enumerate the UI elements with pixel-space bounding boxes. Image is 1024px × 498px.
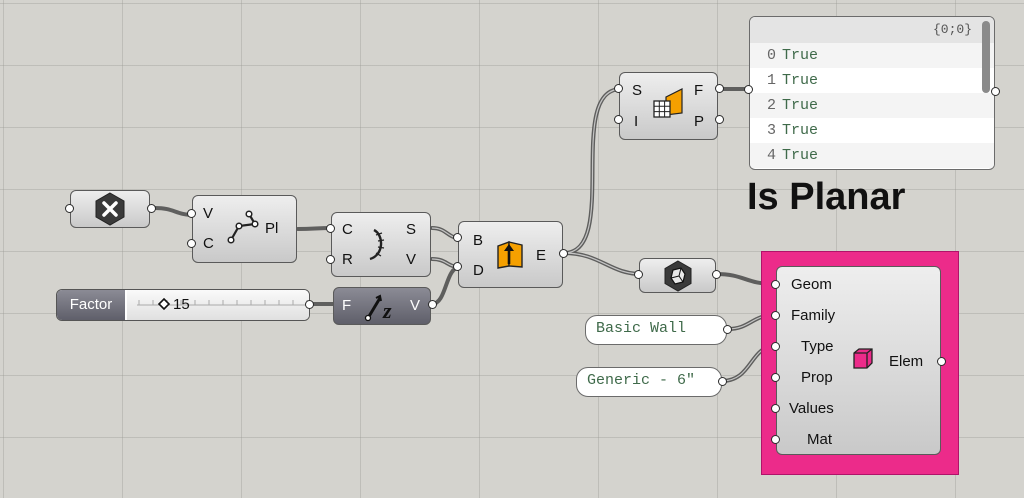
element-input-values: Values	[789, 400, 834, 417]
type-panel[interactable]: Generic - 6"	[576, 367, 722, 397]
element-input-geom: Geom	[791, 276, 832, 293]
polyline-component[interactable]: V C Pl	[192, 195, 297, 263]
geometry-icon	[664, 260, 692, 292]
list-item: 3 True	[750, 118, 994, 143]
extrude-output-e: E	[536, 247, 547, 264]
unitz-input-f: F	[342, 297, 352, 314]
geometry-output-grip[interactable]	[712, 270, 721, 279]
planar-s-grip[interactable]	[614, 84, 623, 93]
null-output-grip[interactable]	[147, 204, 156, 213]
element-input-mat: Mat	[807, 431, 833, 448]
list-index: 4	[766, 147, 776, 164]
factor-slider[interactable]: Factor 15	[56, 289, 310, 321]
slider-label: Factor	[57, 290, 125, 320]
element-input-type: Type	[801, 338, 834, 355]
close-icon	[95, 192, 125, 226]
polyline-input-v: V	[203, 205, 214, 222]
planar-f-grip[interactable]	[715, 84, 724, 93]
element-input-family: Family	[791, 307, 836, 324]
extrude-d-grip[interactable]	[453, 262, 462, 271]
family-panel-grip[interactable]	[723, 325, 732, 334]
elem-values-grip[interactable]	[771, 404, 780, 413]
is-planar-component[interactable]: S I F P	[619, 72, 718, 140]
extrude-icon	[497, 241, 523, 269]
polyline-input-c: C	[203, 235, 214, 252]
type-panel-grip[interactable]	[718, 377, 727, 386]
planar-output-p: P	[694, 113, 705, 130]
list-item: 2 True	[750, 93, 994, 118]
list-value: True	[782, 122, 819, 139]
elem-output-grip[interactable]	[937, 357, 946, 366]
slider-track[interactable]	[127, 290, 309, 320]
geometry-input-grip[interactable]	[634, 270, 643, 279]
slider-value: 15	[173, 296, 190, 313]
list-panel-output-grip[interactable]	[991, 87, 1000, 96]
planar-input-i: I	[634, 113, 639, 130]
unit-z-icon: z	[364, 294, 392, 322]
planar-output-f: F	[694, 82, 704, 99]
extrude-input-b: B	[473, 232, 484, 249]
slider-output-grip[interactable]	[305, 300, 314, 309]
svg-text:z: z	[382, 298, 392, 322]
planar-surface-icon	[653, 88, 683, 118]
elem-type-grip[interactable]	[771, 342, 780, 351]
list-path-header: {0;0}	[750, 17, 994, 43]
list-index: 2	[766, 97, 776, 114]
wire-unitz-to-extrude	[430, 265, 462, 306]
unitz-output-grip[interactable]	[428, 300, 437, 309]
elem-prop-grip[interactable]	[771, 373, 780, 382]
curvature-input-c: C	[342, 221, 353, 238]
curvature-input-r: R	[342, 251, 353, 268]
planar-input-s: S	[632, 82, 643, 99]
geometry-param[interactable]	[639, 258, 716, 293]
null-input-grip[interactable]	[65, 204, 74, 213]
polyline-icon	[227, 210, 259, 244]
planar-i-grip[interactable]	[614, 115, 623, 124]
add-element-component[interactable]: Geom Family Type Prop Values Mat Elem	[776, 266, 941, 455]
polyline-v-grip[interactable]	[187, 209, 196, 218]
element-input-prop: Prop	[801, 369, 833, 386]
slider-ticks	[137, 297, 309, 311]
list-item: 0 True	[750, 43, 994, 68]
curvature-r-grip[interactable]	[326, 255, 335, 264]
elem-geom-grip[interactable]	[771, 280, 780, 289]
list-panel-input-grip[interactable]	[744, 85, 753, 94]
elem-family-grip[interactable]	[771, 311, 780, 320]
list-item: 1 True	[750, 68, 994, 93]
extrude-output-grip[interactable]	[559, 249, 568, 258]
planar-p-grip[interactable]	[715, 115, 724, 124]
page-title: Is Planar	[747, 176, 906, 218]
curvature-c-grip[interactable]	[326, 224, 335, 233]
wire-extrude-to-hex	[562, 251, 643, 276]
null-component[interactable]	[70, 190, 150, 228]
curvature-component[interactable]: C R S V	[331, 212, 431, 277]
family-panel[interactable]: Basic Wall	[585, 315, 727, 345]
element-icon	[853, 348, 873, 369]
extrude-b-grip[interactable]	[453, 233, 462, 242]
list-value: True	[782, 147, 819, 164]
extrude-input-d: D	[473, 262, 484, 279]
list-item: 4 True	[750, 143, 994, 168]
list-scrollbar[interactable]	[982, 21, 990, 93]
slider-handle[interactable]	[157, 297, 171, 311]
element-output-elem: Elem	[889, 353, 924, 370]
list-index: 1	[766, 72, 776, 89]
curvature-output-s: S	[406, 221, 417, 238]
polyline-c-grip[interactable]	[187, 239, 196, 248]
list-index: 0	[766, 47, 776, 64]
curvature-icon	[369, 228, 385, 261]
extrude-component[interactable]: B D E	[458, 221, 563, 288]
list-value: True	[782, 47, 819, 64]
list-index: 3	[766, 122, 776, 139]
unitz-output-v: V	[410, 297, 421, 314]
curvature-output-v: V	[406, 251, 417, 268]
elem-mat-grip[interactable]	[771, 435, 780, 444]
polyline-output-pl: Pl	[265, 220, 279, 237]
unit-z-component[interactable]: F z V	[333, 287, 431, 325]
list-value: True	[782, 72, 819, 89]
list-value: True	[782, 97, 819, 114]
